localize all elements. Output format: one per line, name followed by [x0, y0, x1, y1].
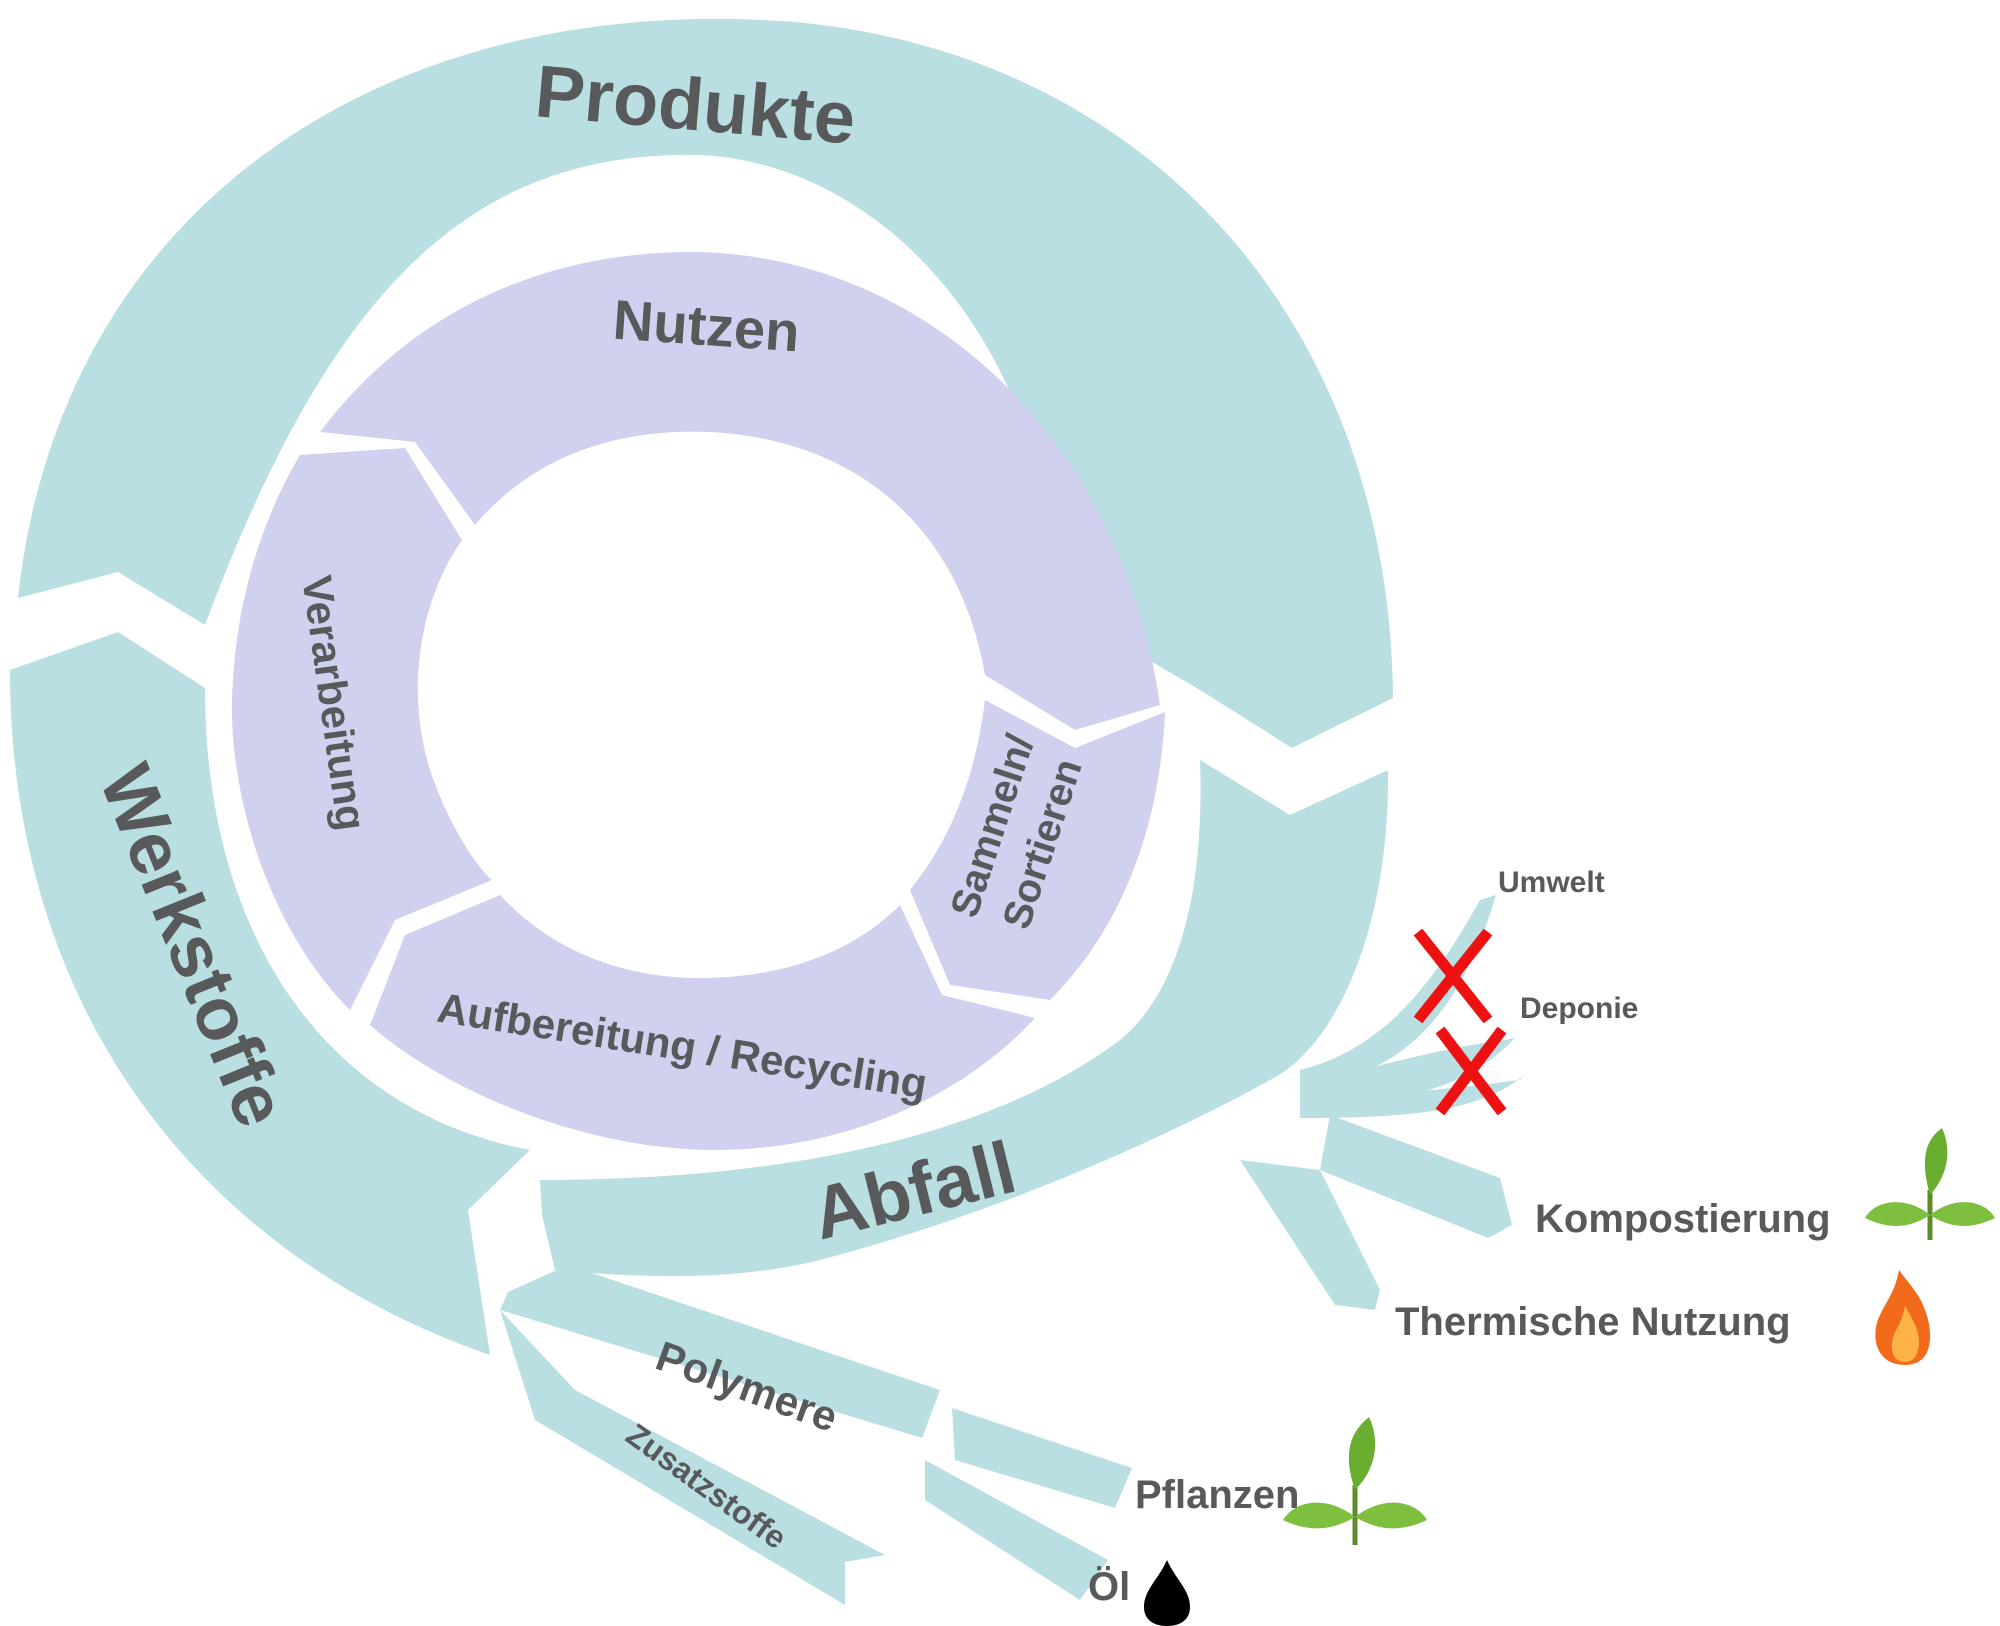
label-oil: Öl	[1088, 1564, 1130, 1609]
flame-icon	[1875, 1270, 1931, 1365]
oil-drop-icon	[1144, 1560, 1190, 1626]
inner-ring-recycling	[370, 895, 1035, 1150]
inner-ring-use	[320, 251, 1160, 731]
label-composting: Kompostierung	[1535, 1197, 1831, 1241]
leaf-icon	[1283, 1417, 1427, 1545]
arrow-plants	[952, 1408, 1132, 1508]
label-environment: Umwelt	[1498, 866, 1605, 899]
branch-composting	[1320, 1115, 1512, 1238]
outer-ring-waste	[540, 760, 1389, 1277]
arrow-additives	[500, 1310, 885, 1605]
outer-ring-materials	[10, 632, 530, 1355]
cross-icon	[1435, 1026, 1507, 1116]
branch-environment	[1300, 895, 1496, 1085]
outer-ring-products	[18, 18, 1393, 748]
label-landfill: Deponie	[1520, 992, 1638, 1025]
leaf-icon	[1865, 1128, 1995, 1240]
label-use: Nutzen	[611, 288, 802, 364]
label-thermal: Thermische Nutzung	[1395, 1300, 1791, 1344]
inner-ring-collect	[910, 700, 1165, 1000]
cross-icon	[1413, 928, 1493, 1024]
branch-extra	[1300, 1075, 1525, 1118]
arrow-polymers	[500, 1265, 940, 1438]
label-additives: Zusatzstoffe	[620, 1416, 794, 1556]
arrow-oil	[925, 1460, 1108, 1600]
branch-thermal	[1240, 1160, 1380, 1310]
inner-ring-processing	[231, 448, 493, 1010]
label-plants: Pflanzen	[1135, 1473, 1299, 1517]
